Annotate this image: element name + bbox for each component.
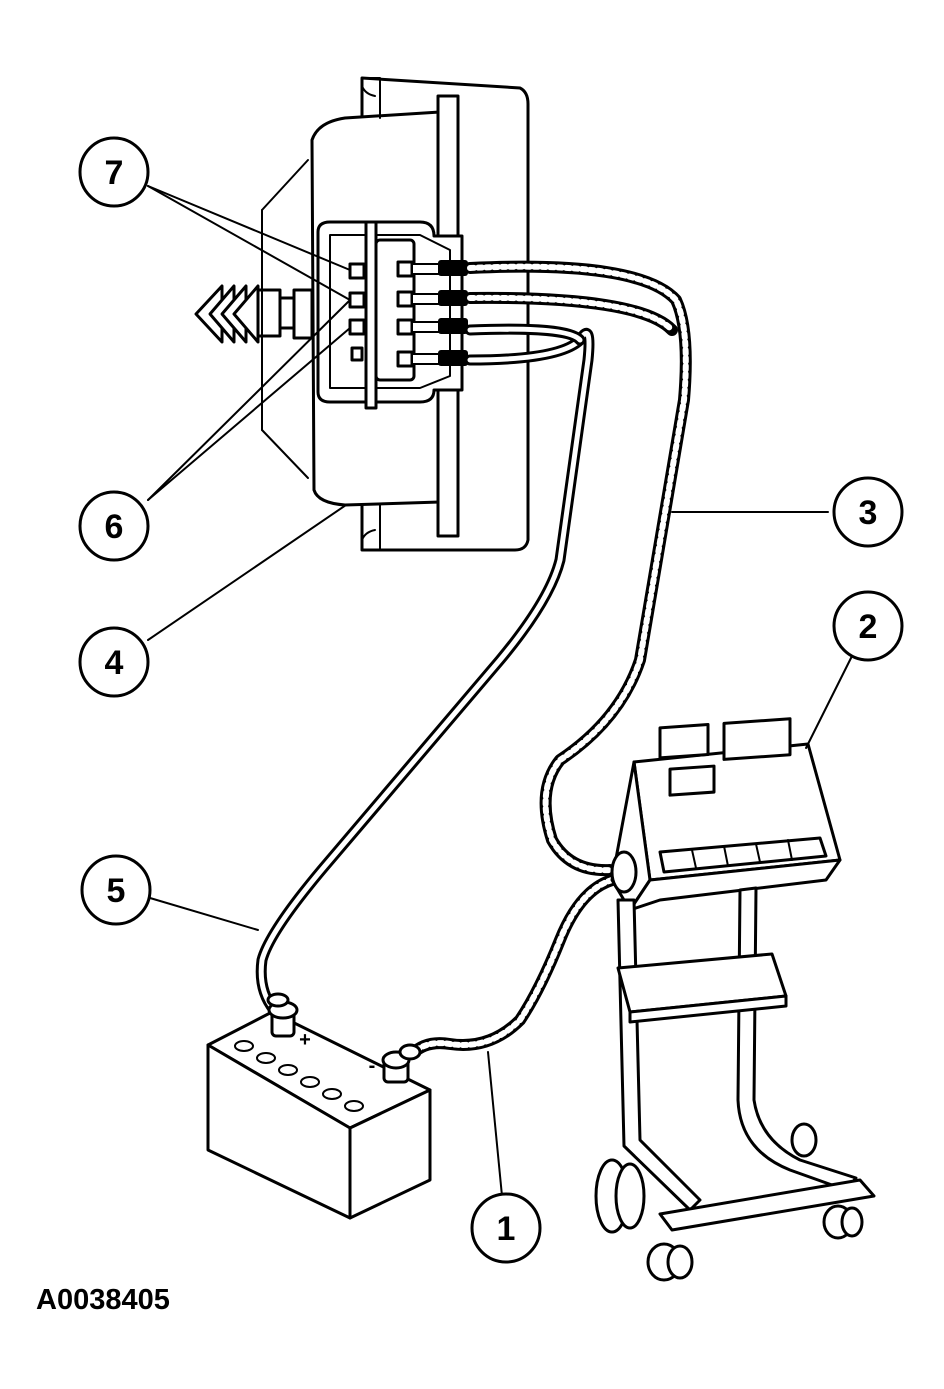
battery: + - <box>206 992 432 1220</box>
leader-lines <box>147 185 853 1197</box>
cable-3-field-lead <box>464 260 692 877</box>
tester-cart <box>594 717 876 1282</box>
callout-3-label: 3 <box>859 494 878 532</box>
callout-2: 2 <box>832 590 904 662</box>
negative-clamp <box>381 1043 422 1084</box>
battery-negative-mark: - <box>369 1055 376 1077</box>
callout-4: 4 <box>78 626 150 698</box>
callout-5: 5 <box>80 854 152 926</box>
generator-assembly <box>194 76 530 552</box>
callout-1-label: 1 <box>497 1210 516 1248</box>
callout-7-label: 7 <box>105 154 124 192</box>
cable-1-negative-lead <box>406 874 618 1060</box>
figure-id: A0038405 <box>36 1284 170 1316</box>
callout-1: 1 <box>470 1192 542 1264</box>
callout-7: 7 <box>78 136 150 208</box>
callout-3: 3 <box>832 476 904 548</box>
callout-6-label: 6 <box>105 508 124 546</box>
callout-2-label: 2 <box>859 608 878 646</box>
battery-positive-mark: + <box>299 1029 311 1051</box>
callout-6: 6 <box>78 490 150 562</box>
callout-4-label: 4 <box>105 644 124 682</box>
positive-clamp <box>266 992 299 1038</box>
pulley <box>194 261 314 367</box>
cable-5-positive-lead <box>255 323 595 1016</box>
callout-5-label: 5 <box>107 872 126 910</box>
jumper-pins <box>411 260 468 366</box>
